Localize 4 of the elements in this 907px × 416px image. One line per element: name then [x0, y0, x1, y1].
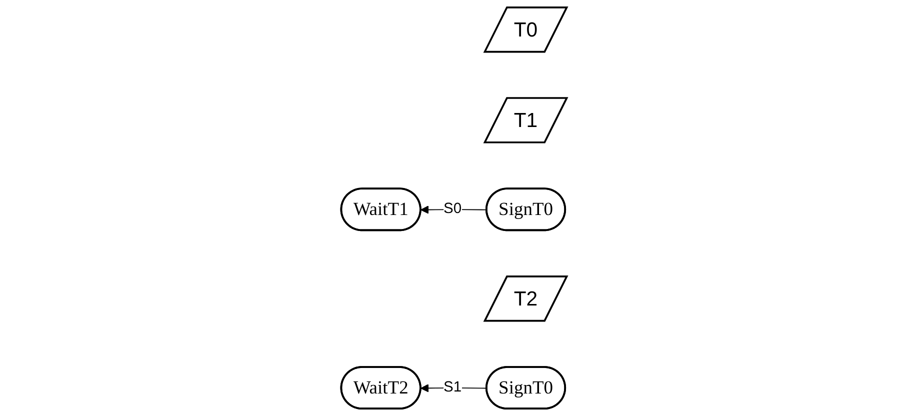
arrow [420, 384, 487, 392]
arrow [420, 206, 487, 214]
edge-label: S1 [443, 379, 462, 396]
edge-label: S0 [443, 201, 462, 217]
